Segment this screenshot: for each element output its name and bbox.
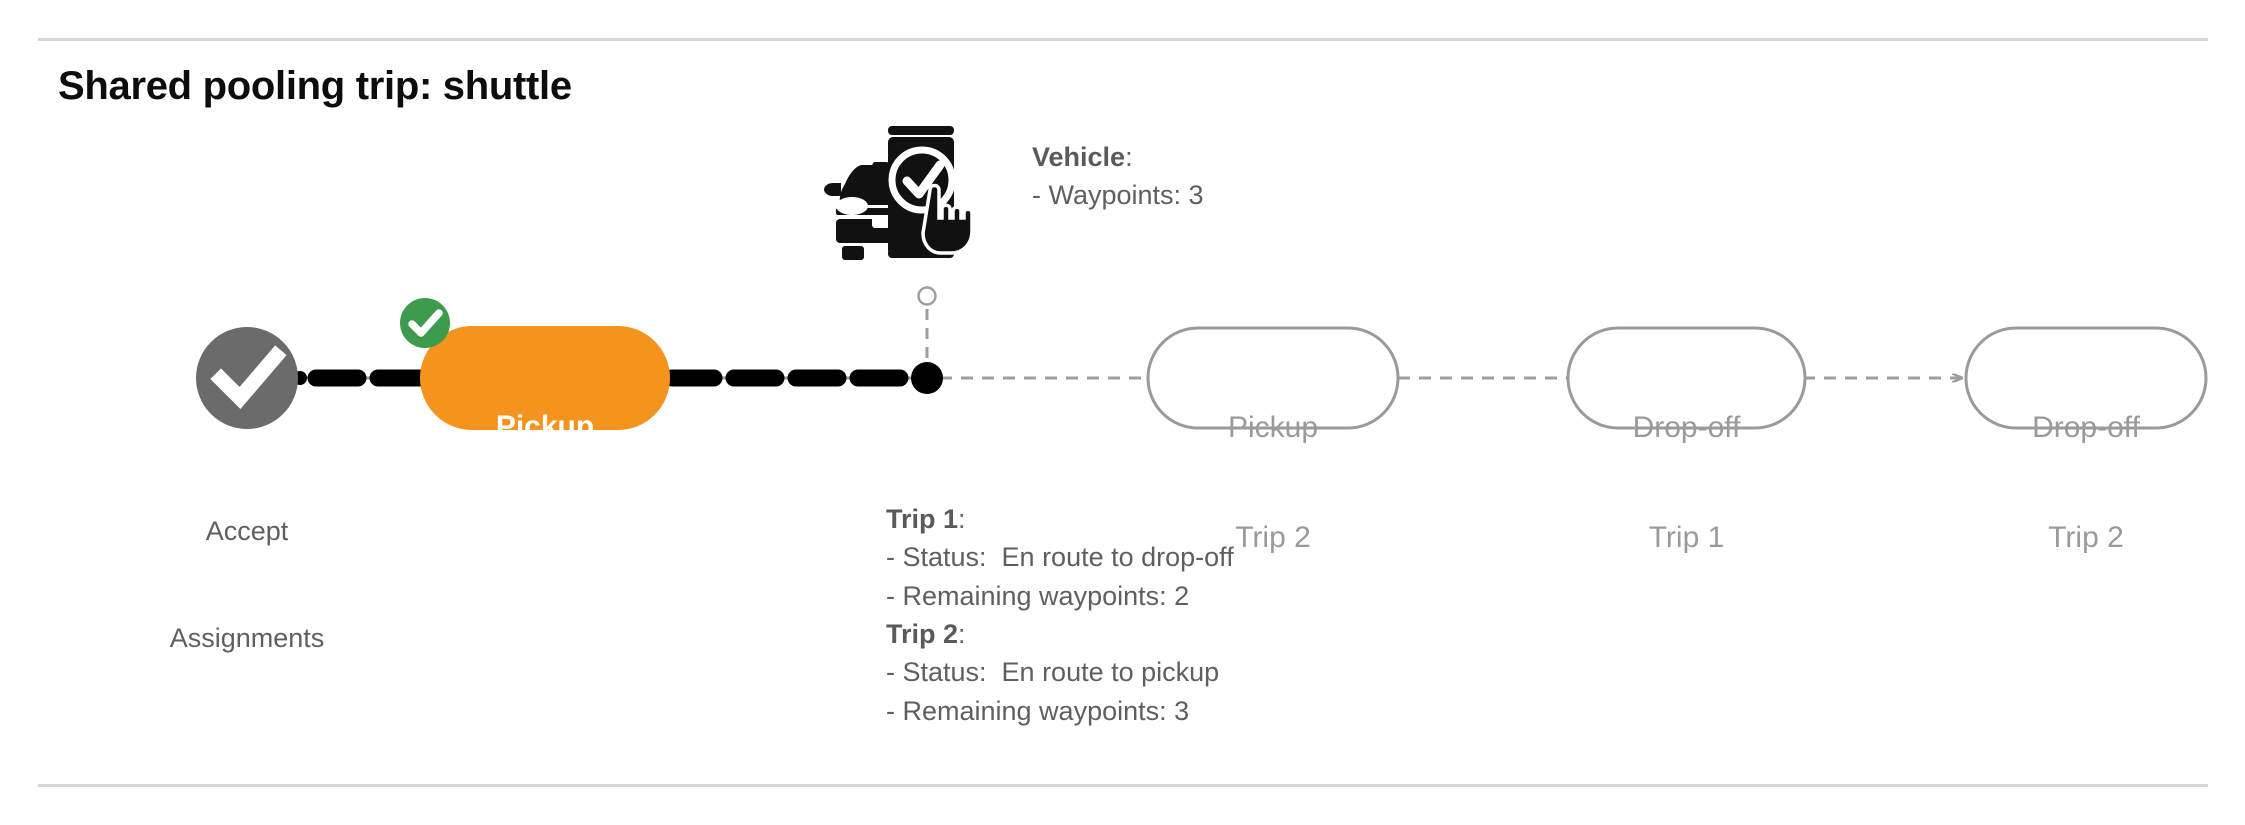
page-title: Shared pooling trip: shuttle [58,64,572,108]
trip-1-heading: Trip 1 [886,504,959,534]
trip-1-waypoints-row: - Remaining waypoints: 2 [886,580,1190,611]
vehicle-annotation-heading-suffix: : [1125,142,1133,172]
vehicle-annotation-row: - Waypoints: 3 [1032,180,1204,211]
trip-2-heading: Trip 2 [886,618,959,649]
position-dot [911,362,943,394]
pickup-trip-2-pill [1146,326,1400,430]
trip-1-heading-suffix: : [958,504,966,534]
trip-1-status-row: - Status: En route to drop-off [886,542,1234,573]
vehicle-position-marker [911,286,943,394]
trip-annotations: Trip 1: - Status: En route to drop-off -… [886,500,1234,730]
trip-2-heading-row: Trip 2: [886,615,1234,653]
node-pickup-trip-1[interactable] [420,326,670,430]
dropoff-trip-1-pill [1566,326,1807,430]
trip-2-waypoints-row: - Remaining waypoints: 3 [886,695,1190,726]
pickup-trip-1-check-badge [400,298,450,348]
dropoff-trip-2-pill [1964,326,2208,430]
slide-bottom-rule [38,784,2208,787]
vehicle-marker-ring [917,286,937,306]
vehicle-annotation-heading-row: Vehicle: [1032,138,1204,176]
accept-assignments-caption: Accept Assignments [97,443,397,728]
trip-2-status-row: - Status: En route to pickup [886,657,1220,688]
badge-check-icon [408,309,443,337]
node-pickup-trip-2[interactable] [1146,326,1400,430]
accept-assignments-caption-line2: Assignments [169,623,325,654]
trip-1-heading-row: Trip 1: [886,500,1234,538]
check-icon [210,345,287,410]
node-dropoff-trip-1[interactable] [1566,326,1807,430]
slide-top-rule [38,38,2208,41]
pickup-trip-1-pill [420,326,670,430]
vehicle-annotation: Vehicle: - Waypoints: 3 [1032,138,1204,215]
vehicle-check-icon [824,126,972,260]
vehicle-annotation-heading: Vehicle [1032,142,1126,172]
accept-assignments-caption-line1: Accept [205,516,289,547]
node-accept-assignments[interactable] [196,327,298,429]
node-dropoff-trip-2[interactable] [1964,326,2208,430]
trip-2-heading-suffix: : [958,618,966,649]
accept-assignments-circle [196,327,298,429]
